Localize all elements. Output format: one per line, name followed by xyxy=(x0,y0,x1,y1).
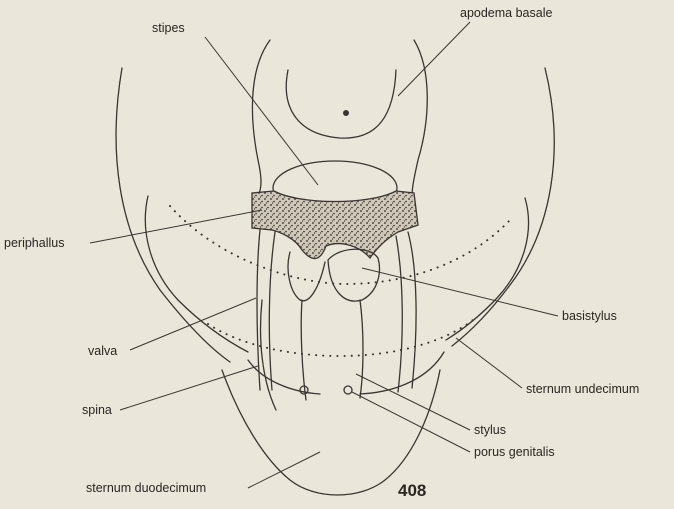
label-stylus: stylus xyxy=(474,423,506,437)
stylus-left xyxy=(301,300,306,400)
label-valva: valva xyxy=(88,344,117,358)
periphallus-shape xyxy=(252,191,418,259)
outer-left-arc xyxy=(116,68,230,362)
leader-sternum-undecimum xyxy=(456,338,522,388)
left-plate xyxy=(145,196,248,352)
leader-valva xyxy=(130,298,256,350)
leader-stipes xyxy=(205,37,318,185)
dotted-arc-lower xyxy=(208,316,478,356)
sternum-duodecimum-shape xyxy=(222,370,440,495)
label-sternum-duodecimum: sternum duodecimum xyxy=(86,481,206,495)
label-porus-genitalis: porus genitalis xyxy=(474,445,555,459)
spina-line xyxy=(261,300,276,410)
basistylus-shape xyxy=(328,249,379,301)
left-inner-rod xyxy=(269,232,275,390)
label-stipes: stipes xyxy=(152,21,185,35)
leader-basistylus xyxy=(362,268,558,316)
apodema-basale-shape xyxy=(286,70,396,138)
label-periphallus: periphallus xyxy=(4,236,64,250)
outer-right-arc xyxy=(452,68,554,346)
inner-right-lobe xyxy=(412,40,427,196)
figure-number: 408 xyxy=(398,481,426,500)
label-sternum-undecimum: sternum undecimum xyxy=(526,382,639,396)
stylus-right xyxy=(360,300,363,398)
right-inner-rod xyxy=(396,236,402,392)
right-plate xyxy=(446,198,529,340)
label-basistylus: basistylus xyxy=(562,309,617,323)
leader-spina xyxy=(120,366,258,410)
sternum-undecimum-right xyxy=(360,352,444,394)
basistylus-left-shape xyxy=(288,252,325,301)
apodema-spot xyxy=(343,110,349,116)
leader-sternum-duodecimum xyxy=(248,452,320,488)
leader-apodema-basale xyxy=(398,22,470,96)
porus-genitalis-right xyxy=(344,386,352,394)
right-outer-rod xyxy=(408,232,416,388)
label-apodema-basale: apodema basale xyxy=(460,6,552,20)
leader-periphallus xyxy=(90,210,262,243)
label-spina: spina xyxy=(82,403,112,417)
